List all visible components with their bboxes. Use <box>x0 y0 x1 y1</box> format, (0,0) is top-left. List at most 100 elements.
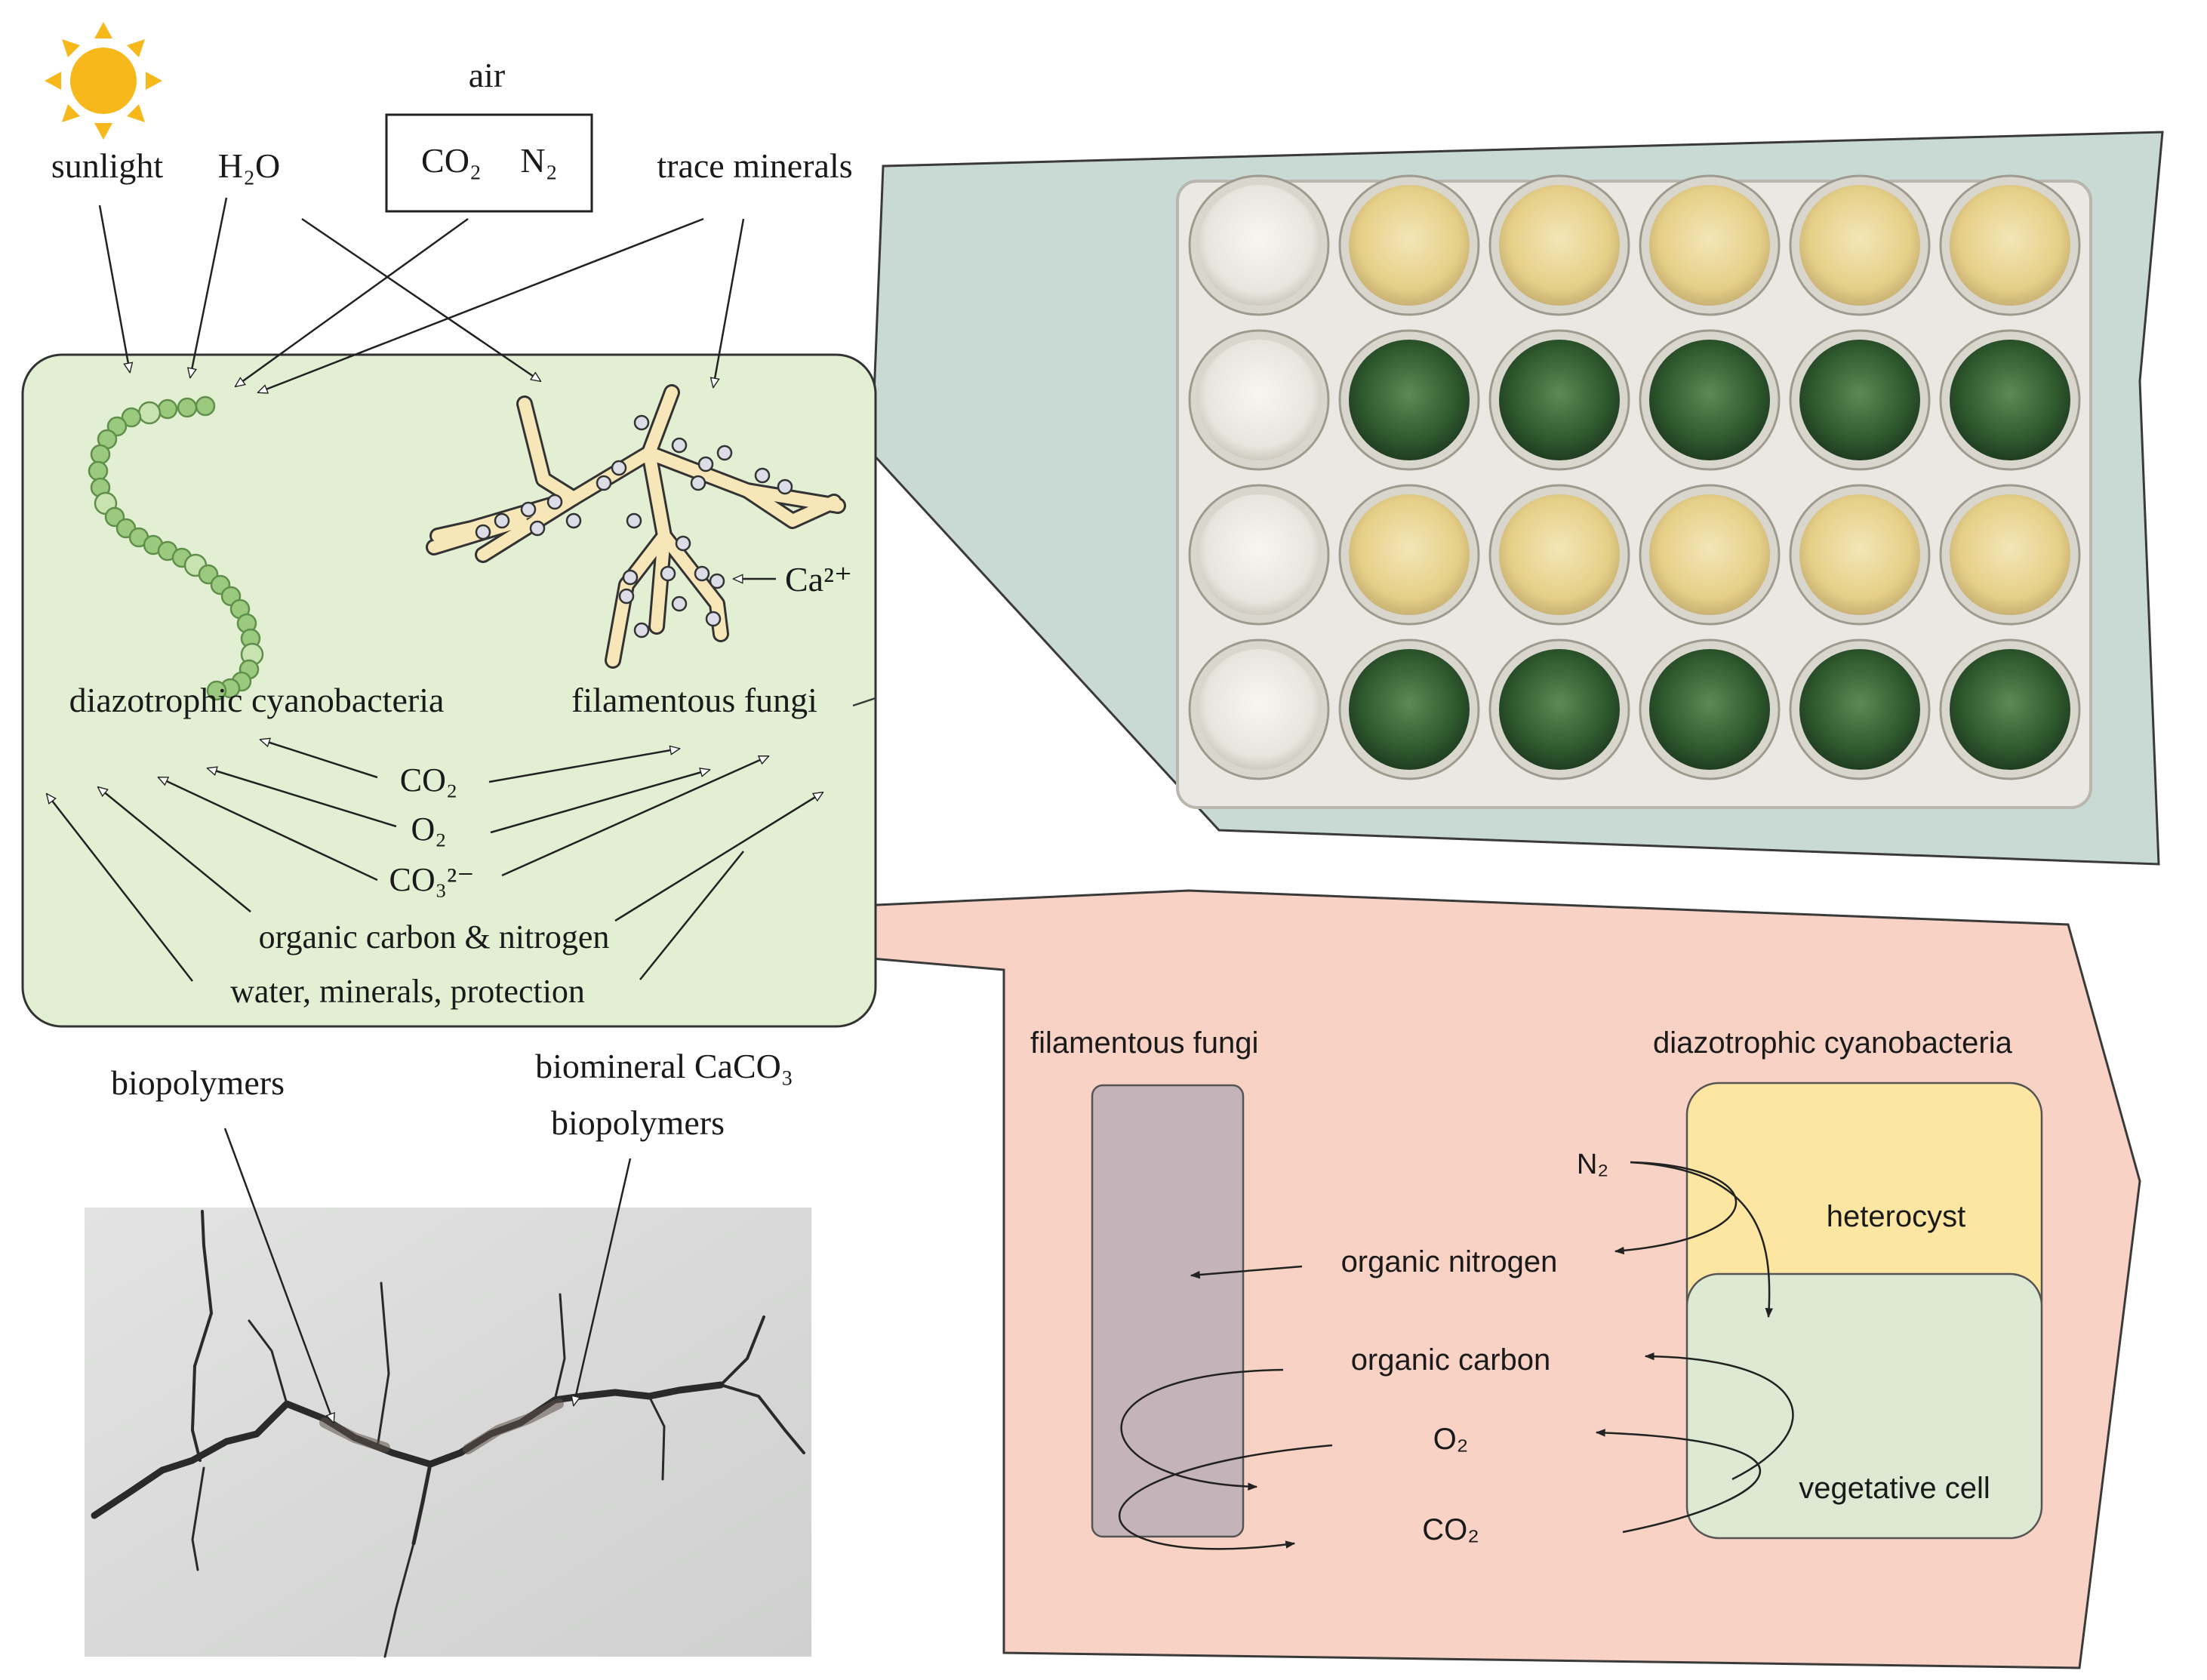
calcium-deposits <box>475 414 793 638</box>
heterocyst-label: heterocyst <box>1827 1200 1966 1233</box>
calcium-label: Ca²⁺ <box>785 560 852 598</box>
crack-arrow-right <box>574 1158 632 1405</box>
well-yellow <box>1349 185 1470 306</box>
calcium-dot <box>709 573 725 589</box>
cyano-cell <box>90 444 111 465</box>
calcium-dot <box>633 622 650 638</box>
calcium-dot <box>675 535 691 552</box>
cyano-cell <box>195 395 216 417</box>
cyano-cell <box>206 680 227 701</box>
calcium-dot <box>626 512 642 529</box>
calcium-dot <box>660 565 676 582</box>
input-arrows <box>98 197 745 392</box>
sunlight-label: sunlight <box>51 146 163 185</box>
calcium-dot <box>520 501 537 518</box>
exchange-o2-label: O₂ <box>411 811 446 848</box>
vegetative-cell-label: vegetative cell <box>1799 1472 1990 1505</box>
fungi-label: filamentous fungi <box>571 681 817 719</box>
detail-n2-label: N₂ <box>1577 1149 1608 1180</box>
exchange-water-label: water, minerals, protection <box>230 973 585 1010</box>
well-green <box>1499 340 1620 460</box>
calcium-dot <box>611 460 627 476</box>
calcium-dot <box>475 524 491 540</box>
well-green <box>1349 340 1470 460</box>
calcium-dot <box>671 595 688 612</box>
cyanobacteria-label: diazotrophic cyanobacteria <box>69 681 445 719</box>
well-yellow <box>1799 185 1920 306</box>
well-green <box>1649 649 1770 770</box>
well-clear <box>1199 494 1319 615</box>
calcium-dot <box>565 512 582 529</box>
well-green <box>1649 340 1770 460</box>
well-green <box>1499 649 1620 770</box>
well-green <box>1799 340 1920 460</box>
calcium-dot <box>694 565 710 582</box>
cyano-cell <box>137 401 162 425</box>
trace-minerals-label: trace minerals <box>657 146 852 185</box>
calcium-dot <box>671 437 688 454</box>
air-co2-label: CO₂ <box>421 141 482 180</box>
cyano-cell <box>121 407 142 428</box>
detail-o2-label: O₂ <box>1433 1423 1469 1456</box>
calcium-dot <box>754 467 771 484</box>
exchange-co2-label: CO₂ <box>400 762 457 798</box>
detail-fungi-title: filamentous fungi <box>1030 1026 1258 1060</box>
crack-biopolymers-left-label: biopolymers <box>111 1063 285 1102</box>
well-yellow <box>1499 494 1620 615</box>
crack-biopolymers-right-label: biopolymers <box>551 1103 725 1142</box>
calcium-dot <box>529 520 546 537</box>
calcium-dot <box>716 445 733 461</box>
cyano-cell <box>88 460 109 482</box>
fungi-column <box>1091 1084 1245 1538</box>
well-yellow <box>1499 185 1620 306</box>
well-green <box>1349 649 1470 770</box>
detail-cyano-title: diazotrophic cyanobacteria <box>1653 1026 2013 1060</box>
calcium-dot <box>596 475 612 491</box>
calcium-dot <box>633 414 650 431</box>
cyano-cell <box>157 398 178 420</box>
well-green <box>1950 340 2070 460</box>
cyanobacteria-filament <box>88 395 264 701</box>
air-box <box>385 113 593 213</box>
calcium-dot <box>546 494 563 510</box>
well-yellow <box>1950 494 2070 615</box>
detail-co2-label: CO₂ <box>1422 1513 1479 1546</box>
exchange-arrows <box>47 740 823 982</box>
exchange-organic-label: organic carbon & nitrogen <box>259 918 610 955</box>
calcium-dot <box>494 512 510 529</box>
calcium-dot <box>705 611 722 627</box>
well-yellow <box>1649 494 1770 615</box>
calcium-dot <box>697 456 714 472</box>
well-plate-photo <box>1176 174 2092 809</box>
detail-flow-arrows <box>1119 1161 1794 1550</box>
fungal-hyphae <box>426 384 846 669</box>
water-label: H₂O <box>218 146 280 185</box>
calcium-dot <box>618 588 635 605</box>
well-clear <box>1199 340 1319 460</box>
well-clear <box>1199 185 1319 306</box>
well-green <box>1950 649 2070 770</box>
sun-icon <box>45 22 162 140</box>
well-yellow <box>1349 494 1470 615</box>
air-n2-label: N₂ <box>520 141 557 180</box>
well-yellow <box>1799 494 1920 615</box>
crack-arrow-left <box>223 1128 334 1423</box>
well-yellow <box>1950 185 2070 306</box>
air-label: air <box>469 56 506 94</box>
well-green <box>1799 649 1920 770</box>
cyano-cell <box>177 397 198 418</box>
detail-organic-nitrogen-label: organic nitrogen <box>1341 1245 1558 1278</box>
well-yellow <box>1649 185 1770 306</box>
detail-organic-carbon-label: organic carbon <box>1351 1343 1551 1377</box>
calcium-dot <box>690 475 706 491</box>
calcium-dot <box>622 569 639 586</box>
well-clear <box>1199 649 1319 770</box>
crack-biomineral-label: biomineral CaCO₃ <box>535 1047 793 1085</box>
vegetative-cell <box>1685 1272 2043 1540</box>
fungi-callout-pointer <box>852 697 876 707</box>
concrete-crack-photo <box>85 1208 811 1658</box>
calcium-dot <box>777 478 793 495</box>
exchange-co3-label: CO₃²⁻ <box>389 861 475 898</box>
well-grid <box>1188 174 2081 780</box>
